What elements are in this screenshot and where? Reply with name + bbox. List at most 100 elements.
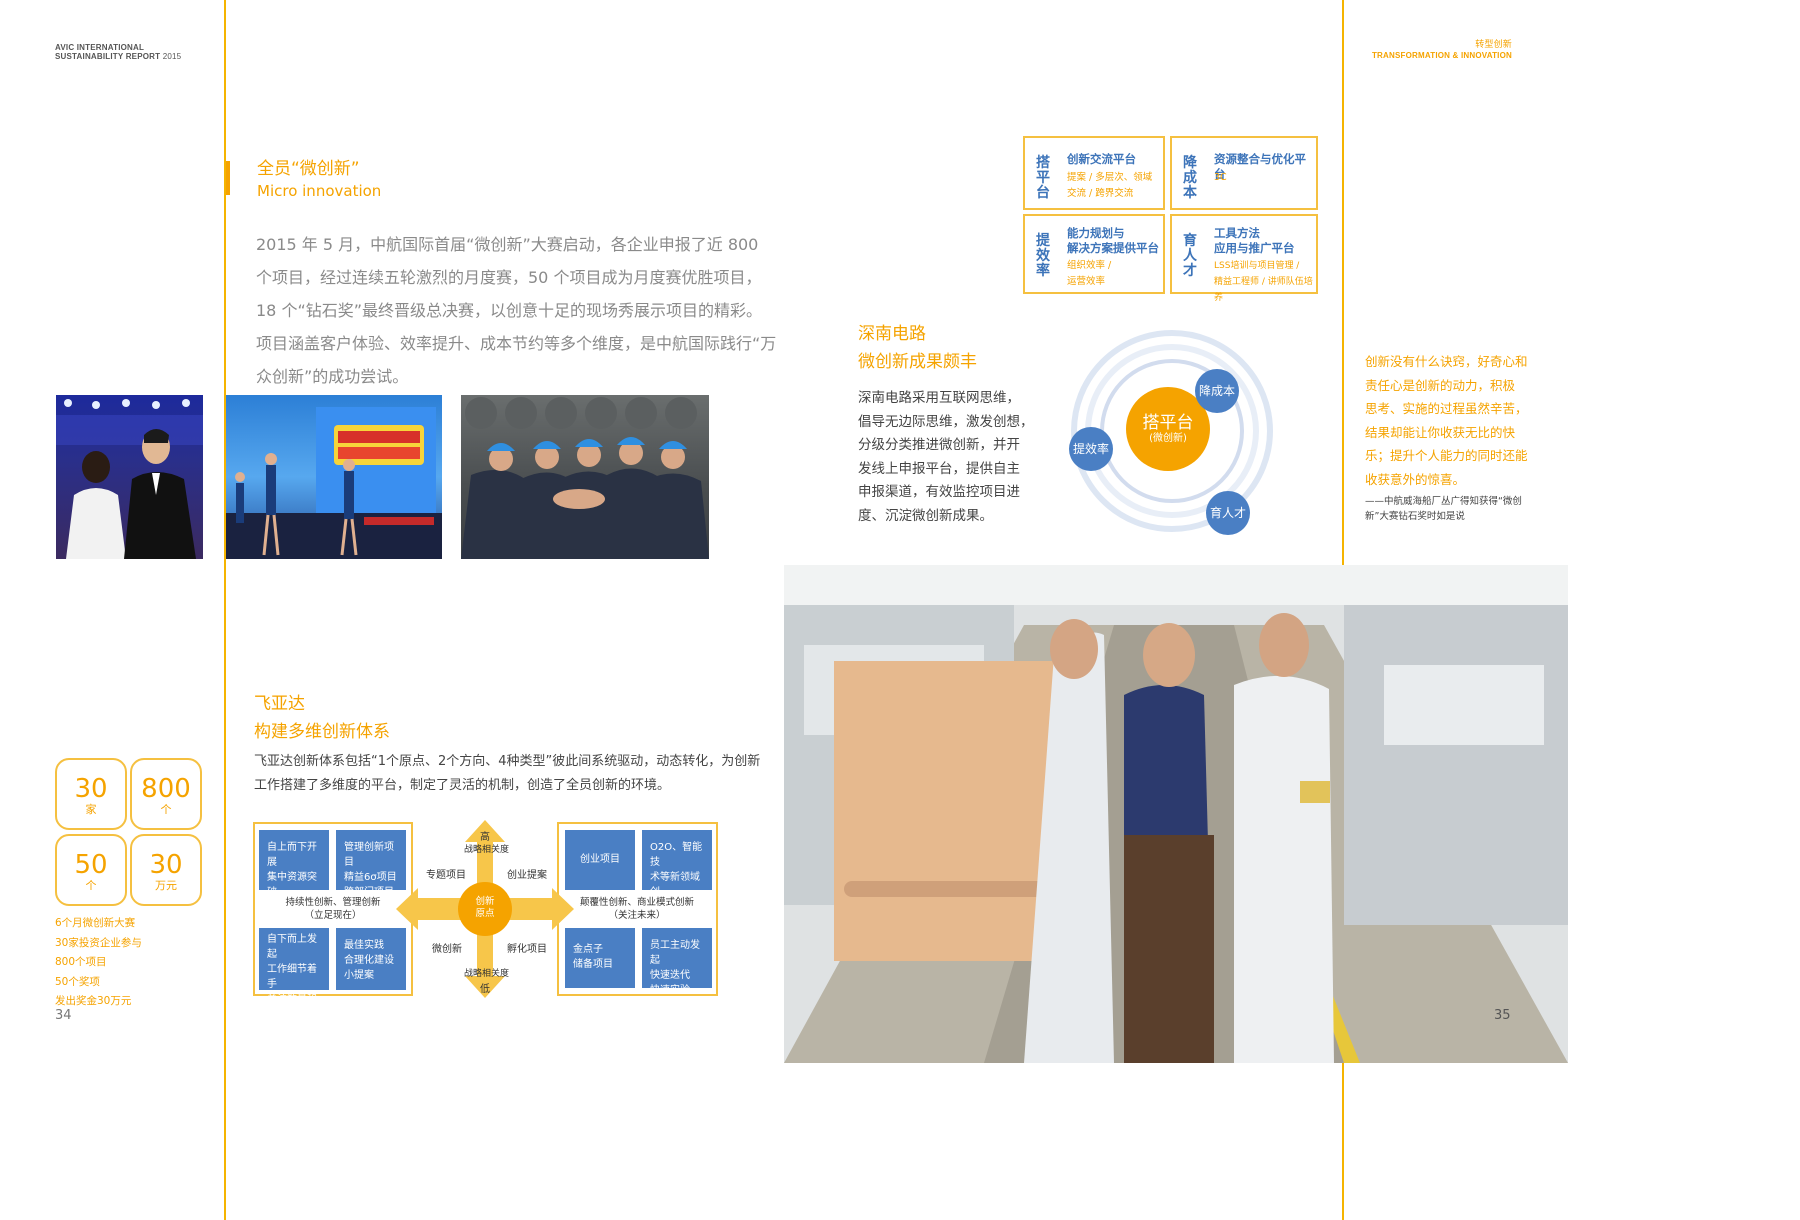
stat-unit: 万元 <box>155 879 177 892</box>
diagram-label-incubate: 孵化项目 <box>507 944 547 955</box>
platform-box-cost: 降成本 资源整合与优化平台 3C <box>1170 136 1318 210</box>
platform-sub-line: 组织效率 / <box>1067 260 1112 271</box>
stat-awards: 50 个 <box>55 834 127 906</box>
left-margin-line <box>224 0 226 1220</box>
stat-unit: 个 <box>160 803 172 816</box>
micro-paragraph-line: 众创新”的成功尝试。 <box>256 367 409 386</box>
diagram-center-line: 原点 <box>475 908 495 919</box>
quote-line: 收获意外的惊喜。 <box>1365 471 1466 487</box>
diagram-box-o2o: O2O、智能技术等新领域创新基金支持 <box>642 830 712 913</box>
stat-list-item: 50个奖项 <box>55 975 100 988</box>
title-accent-bar <box>226 161 230 195</box>
section-header-en: TRANSFORMATION & INNOVATION <box>1371 51 1512 60</box>
micro-title-en: Micro innovation <box>257 182 382 200</box>
photo-stage-presenters-art <box>56 399 203 559</box>
quote-line: 创新没有什么诀窍，好奇心和 <box>1365 354 1528 369</box>
diagram-cross-arrows <box>396 820 574 998</box>
stat-unit: 家 <box>85 803 97 816</box>
shennan-paragraph-line: 发线上申报平台，提供自主 <box>858 460 1020 477</box>
platform-title: 创新交流平台 <box>1067 152 1136 166</box>
stat-list-item: 发出奖金30万元 <box>55 995 132 1007</box>
diagram-box-line: 金点子 <box>573 944 603 955</box>
platform-sub-line: LSS培训与项目管理 / <box>1214 261 1300 271</box>
shennan-paragraph-line: 度、沉淀微创新成果。 <box>858 507 993 524</box>
diagram-box-line: 工作细节着手 <box>267 964 317 990</box>
diagram-center-line: 创新 <box>475 896 495 907</box>
photo-factory-team-art <box>784 565 1568 1063</box>
diagram-box-startup: 创业项目 <box>565 830 635 890</box>
diagram-box-bestpractice: 最佳实践合理化建设小提案 <box>336 928 406 990</box>
platform-title-line: 应用与推广平台 <box>1214 241 1295 255</box>
photo-stage-event <box>226 395 442 559</box>
diagram-center-origin: 创新 原点 <box>465 896 505 920</box>
diagram-label-micro: 微创新 <box>432 944 462 955</box>
quote-source-line: 新”大赛钻石奖时如是说 <box>1365 511 1465 522</box>
page-number-left: 34 <box>55 1008 72 1023</box>
diagram-left-caption: 持续性创新、管理创新 （立足现在） <box>259 896 407 922</box>
micro-paragraph-line: 项目涵盖客户体验、效率提升、成本节约等多个维度，是中航国际践行“万 <box>256 334 777 353</box>
shennan-title-line1: 深南电路 <box>858 324 926 344</box>
platform-sub: LSS培训与项目管理 / 精益工程师 / 讲师队伍培养 <box>1214 258 1316 306</box>
micro-title: 全员“微创新” Micro innovation <box>257 157 381 201</box>
platform-vertical-label: 提效率 <box>1036 233 1050 279</box>
stat-list-item: 30家投资企业参与 <box>55 936 142 949</box>
platform-box-build: 搭平台 创新交流平台 提案 / 多层次、领域交流 / 跨界交流 <box>1023 136 1165 210</box>
stat-number: 50 <box>74 850 108 880</box>
stat-companies: 30 家 <box>55 758 127 830</box>
platform-title: 资源整合与优化平台 <box>1214 152 1306 181</box>
photo-stage-event-art <box>226 407 442 559</box>
diagram-box-line: 关注数量和 <box>267 994 317 1005</box>
header-line1: AVIC INTERNATIONAL <box>55 43 145 52</box>
platform-sub-line: 精益工程师 / 讲师队伍培养 <box>1214 277 1313 303</box>
platform-sub: 3C <box>1214 172 1227 183</box>
diagram-box-bottomup: 自下而上发起工作细节着手关注数量和实际转化率 <box>259 928 329 1020</box>
micro-paragraph: 2015 年 5 月，中航国际首届“微创新”大赛启动，各企业申报了近 800 个… <box>256 228 777 393</box>
diagram-box-line: 实际转化率 <box>267 1009 317 1020</box>
stat-number: 800 <box>141 774 191 804</box>
platform-sub-line: 交流 / 跨界交流 <box>1067 188 1134 199</box>
stat-prize-money: 30 万元 <box>130 834 202 906</box>
diagram-box-line: 快速迭代 <box>650 970 690 981</box>
stat-projects: 800 个 <box>130 758 202 830</box>
micro-paragraph-line: 2015 年 5 月，中航国际首届“微创新”大赛启动，各企业申报了近 800 <box>256 235 759 254</box>
diagram-dim-top: 战略相关度 <box>464 845 510 855</box>
diagram-box-line: 跨部门项目 <box>344 887 394 898</box>
stat-list-item: 6个月微创新大赛 <box>55 917 136 929</box>
diagram-box-line: 管理创新项目 <box>344 842 394 868</box>
stat-number: 30 <box>74 774 108 804</box>
micro-paragraph-line: 个项目，经过连续五轮激烈的月度赛，50 个项目成为月度赛优胜项目， <box>256 268 762 287</box>
shennan-title-line2: 微创新成果颇丰 <box>858 352 977 372</box>
shennan-paragraph-line: 深南电路采用互联网思维， <box>858 390 1020 406</box>
page-number-right: 35 <box>1494 1008 1511 1023</box>
diagram-box-line: 集中资源突破 <box>267 872 317 898</box>
diagram-box-employee: 员工主动发起快速迭代快速实验 <box>642 928 712 996</box>
diagram-box-line: 术等新领域创 <box>650 872 700 898</box>
diagram-box-line: 自上而下开展 <box>267 842 317 868</box>
platform-title: 工具方法应用与推广平台 <box>1214 226 1295 256</box>
diagram-high-label: 高 <box>480 832 490 843</box>
diagram-box-ideas: 金点子储备项目 <box>565 928 635 988</box>
quote-line: 结果却能让你收获无比的快 <box>1365 424 1516 440</box>
micro-paragraph-line: 18 个“钻石奖”最终晋级总决赛，以创意十足的现场秀展示项目的精彩。 <box>256 301 763 320</box>
diagram-box-line: 小提案 <box>344 970 374 981</box>
diagram-box-line: 员工主动发起 <box>650 940 700 966</box>
diagram-box-line: 追求效益成果 <box>267 902 317 928</box>
stat-list-item: 800个项目 <box>55 956 107 968</box>
feiyada-paragraph-line: 工作搭建了多维度的平台，制定了灵活的机制，创造了全员创新的环境。 <box>254 778 671 793</box>
photo-factory-team <box>784 565 1568 1063</box>
diagram-box-management: 管理创新项目精益6σ项目跨部门项目 <box>336 830 406 898</box>
circle-center-build-platform: 搭平台 (微创新) <box>1126 387 1210 471</box>
header-year: 2015 <box>162 52 182 61</box>
report-header: AVIC INTERNATIONAL SUSTAINABILITY REPORT… <box>55 43 181 61</box>
diagram-box-line: 快速实验 <box>650 985 690 996</box>
diagram-label-special: 专题项目 <box>426 870 466 881</box>
diagram-box-line: 最佳实践 <box>344 940 384 951</box>
stat-list: 6个月微创新大赛 30家投资企业参与 800个项目 50个奖项 发出奖金30万元 <box>55 914 142 1012</box>
diagram-dim-bottom: 战略相关度 <box>464 969 510 979</box>
diagram-box-line: 新基金支持 <box>650 902 700 913</box>
feiyada-title-line2: 构建多维创新体系 <box>254 722 390 742</box>
diagram-right-caption: 颠覆性创新、商业模式创新 （关注未来） <box>559 896 715 922</box>
diagram-caption-line: （关注未来） <box>608 910 666 921</box>
section-header: 转型创新 TRANSFORMATION & INNOVATION <box>1371 40 1512 61</box>
diagram-box-line: O2O、智能技 <box>650 842 703 868</box>
